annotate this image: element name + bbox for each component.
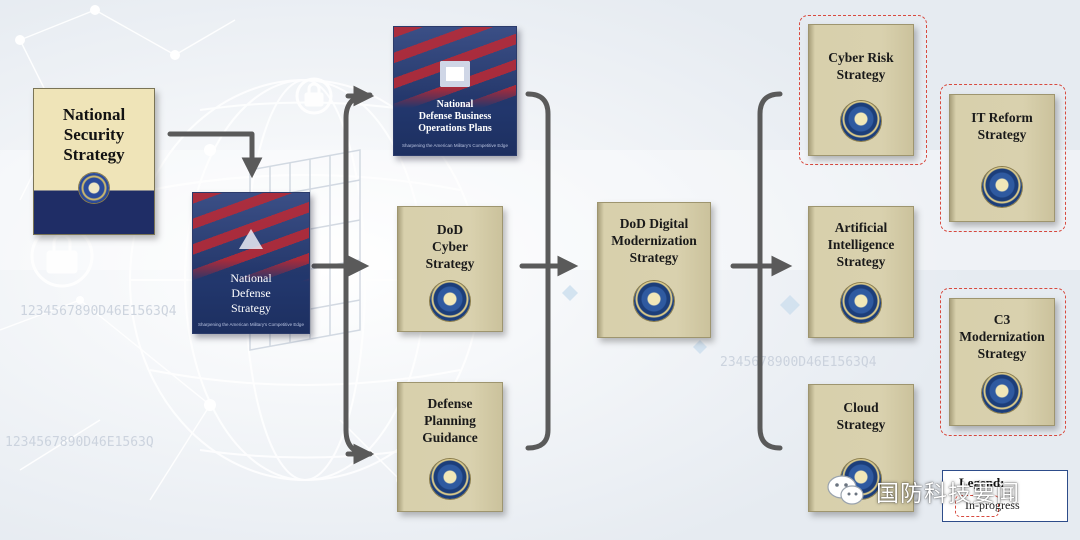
in-progress-highlight-c3 bbox=[940, 288, 1066, 436]
diamond-decorations bbox=[562, 285, 800, 354]
legend-in-progress-swatch bbox=[955, 495, 999, 517]
in-progress-highlight-it-reform bbox=[940, 84, 1066, 232]
nds-tagline: Sharpening the American Military's Compe… bbox=[198, 322, 304, 327]
dod-seal-icon bbox=[982, 373, 1022, 413]
doc-national-defense-business-operations-plans[interactable]: National Defense Business Operations Pla… bbox=[393, 26, 517, 156]
fanout-bracket-left bbox=[343, 92, 373, 457]
it-reform-title: IT Reform Strategy bbox=[971, 110, 1033, 142]
legend-in-progress-label: In-progress bbox=[965, 498, 1020, 512]
dod-seal-icon bbox=[634, 281, 674, 321]
legend-title: Legend: bbox=[959, 475, 1005, 490]
code-string-3: 1234567890D46E1563Q bbox=[5, 435, 154, 450]
ai-title: Artificial Intelligence Strategy bbox=[827, 220, 895, 269]
watermark-text: 国防科技要闻 bbox=[876, 481, 1020, 507]
legend: Legend: In-progress bbox=[942, 470, 1068, 522]
bracket-right-left bbox=[757, 91, 783, 451]
cloud-title: Cloud Strategy bbox=[836, 400, 886, 432]
doc-artificial-intelligence-strategy[interactable]: Artificial Intelligence Strategy bbox=[808, 206, 914, 338]
padlock-icon bbox=[295, 77, 333, 115]
dpg-title: Defense Planning Guidance bbox=[422, 396, 478, 445]
doc-dod-digital-modernization-strategy[interactable]: DoD Digital Modernization Strategy bbox=[597, 202, 711, 338]
plan-badge-icon bbox=[440, 61, 470, 87]
cyber-title: DoD Cyber Strategy bbox=[425, 222, 475, 271]
doc-dod-cyber-strategy[interactable]: DoD Cyber Strategy bbox=[397, 206, 503, 332]
nss-title: National Security Strategy bbox=[62, 105, 126, 164]
ndbop-tagline: Sharpening the American Military's Compe… bbox=[402, 143, 508, 148]
in-progress-highlight-cyber-risk bbox=[799, 15, 927, 165]
dod-seal-icon bbox=[841, 283, 881, 323]
doc-national-defense-strategy[interactable]: National Defense Strategy Sharpening the… bbox=[192, 192, 310, 334]
arrow-nss-to-nds bbox=[167, 131, 263, 179]
dod-seal-icon bbox=[430, 281, 470, 321]
bracket-middle-right bbox=[525, 91, 551, 451]
watermark: 国防科技要闻 bbox=[826, 468, 1062, 514]
dms-title: DoD Digital Modernization Strategy bbox=[611, 216, 697, 265]
cyber-risk-title: Cyber Risk Strategy bbox=[828, 50, 894, 82]
code-string-1: 1234567890D46E1563Q4 bbox=[20, 304, 177, 319]
nds-title: National Defense Strategy bbox=[230, 271, 272, 315]
doc-defense-planning-guidance[interactable]: Defense Planning Guidance bbox=[397, 382, 503, 512]
dod-seal-icon bbox=[841, 101, 881, 141]
doc-cyber-risk-strategy[interactable]: Cyber Risk Strategy bbox=[808, 24, 914, 156]
doc-it-reform-strategy[interactable]: IT Reform Strategy bbox=[949, 94, 1055, 222]
doc-cloud-strategy[interactable]: Cloud Strategy bbox=[808, 384, 914, 512]
doc-c3-modernization-strategy[interactable]: C3 Modernization Strategy bbox=[949, 298, 1055, 426]
eagle-icon bbox=[239, 229, 263, 249]
presidential-seal-icon bbox=[79, 173, 109, 203]
ndbop-title: National Defense Business Operations Pla… bbox=[418, 99, 492, 134]
dod-seal-icon bbox=[430, 459, 470, 499]
c3-title: C3 Modernization Strategy bbox=[959, 312, 1045, 361]
wechat-logo-icon bbox=[827, 475, 864, 505]
dod-seal-icon bbox=[982, 167, 1022, 207]
doc-national-security-strategy[interactable]: National Security Strategy bbox=[33, 88, 155, 235]
